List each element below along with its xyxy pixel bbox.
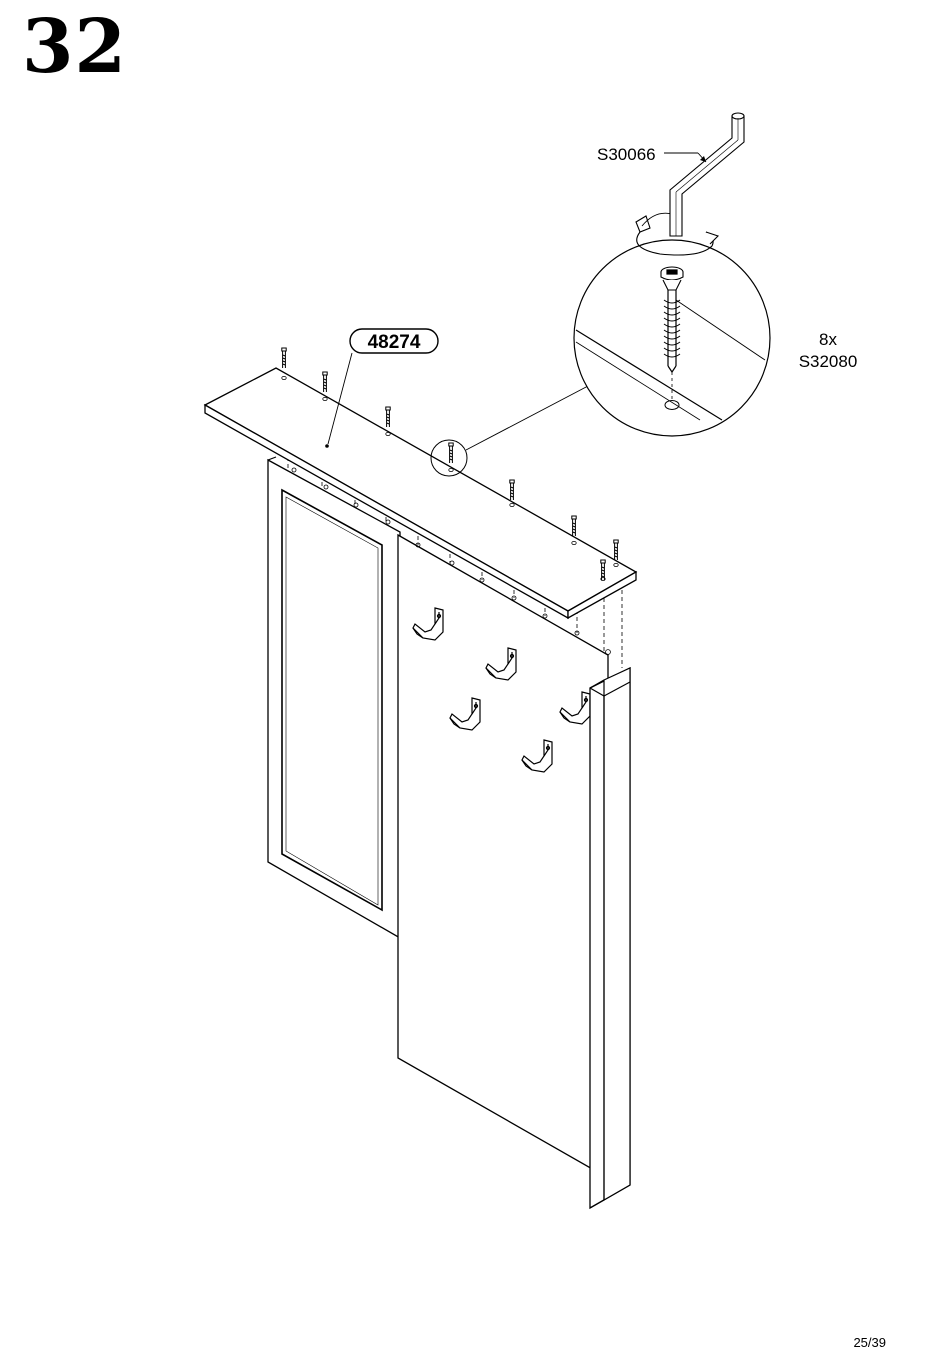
side-panel (590, 668, 630, 1208)
detail-magnifier (574, 240, 770, 436)
screw-icon (572, 516, 576, 536)
top-board-code: 48274 (368, 332, 421, 353)
page-number: 25/39 (853, 1336, 886, 1349)
screw-icon (510, 480, 514, 500)
allen-key-icon (670, 113, 744, 236)
detail-leader-line (466, 386, 588, 450)
screw-icon (323, 372, 327, 392)
screw-quantity: 8x (819, 330, 837, 349)
screw-icon (282, 348, 286, 368)
screw-icon (601, 560, 605, 580)
tool-code: S30066 (597, 145, 656, 164)
screw-icon (449, 443, 453, 463)
screw-code: S32080 (799, 352, 858, 371)
mirror-panel (268, 457, 400, 938)
screw-icon (614, 540, 618, 560)
screw-icon (386, 407, 390, 427)
